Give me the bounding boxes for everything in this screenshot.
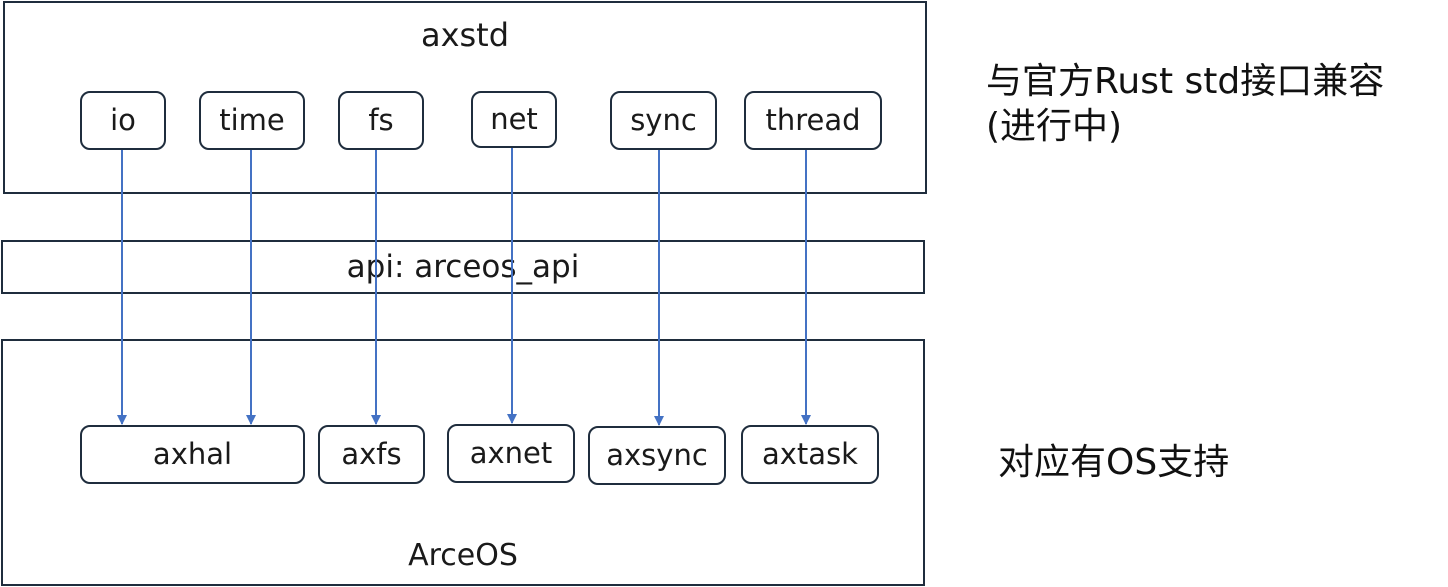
- note-support: 对应有OS支持: [998, 442, 1230, 483]
- module-axfs[interactable]: axfs: [318, 425, 425, 484]
- module-sync[interactable]: sync: [610, 91, 717, 150]
- module-fs[interactable]: fs: [338, 91, 424, 150]
- note-compat: 与官方Rust std接口兼容 (进行中): [986, 59, 1384, 149]
- module-axtask[interactable]: axtask: [741, 425, 879, 484]
- module-axnet[interactable]: axnet: [447, 424, 575, 483]
- api-layer-label: api: arceos_api: [346, 249, 580, 285]
- module-time[interactable]: time: [199, 91, 305, 150]
- note-compat-line1: 与官方Rust std接口兼容: [986, 61, 1385, 102]
- note-compat-line2: (进行中): [986, 106, 1123, 147]
- module-axsync[interactable]: axsync: [588, 426, 726, 485]
- axstd-layer-title: axstd: [420, 16, 510, 54]
- arceos-layer-title: ArceOS: [408, 538, 518, 573]
- module-axhal[interactable]: axhal: [80, 425, 305, 484]
- module-io[interactable]: io: [80, 91, 166, 150]
- module-thread[interactable]: thread: [744, 91, 882, 150]
- api-layer: api: arceos_api: [1, 240, 925, 294]
- module-net[interactable]: net: [471, 91, 557, 148]
